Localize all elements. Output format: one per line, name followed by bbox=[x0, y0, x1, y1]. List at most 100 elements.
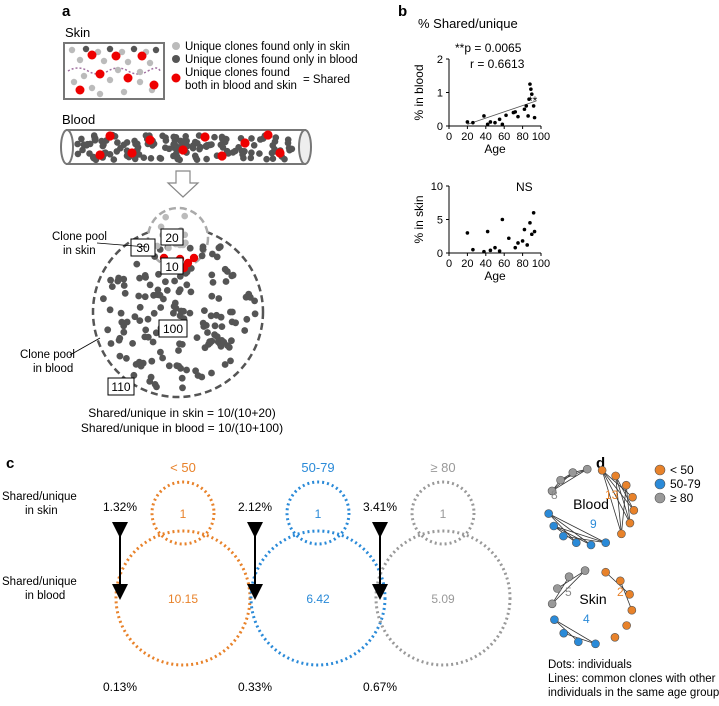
data-point bbox=[482, 114, 486, 118]
clone-dot bbox=[193, 334, 201, 341]
clone-dot bbox=[147, 155, 155, 162]
clone-dot bbox=[178, 374, 186, 382]
clone-dot bbox=[123, 139, 131, 146]
clone-dot bbox=[183, 366, 191, 374]
shared-clone-dot bbox=[275, 148, 285, 158]
x-tick-label: 20 bbox=[461, 258, 473, 270]
clone-dot bbox=[165, 244, 172, 252]
clone-dot bbox=[146, 378, 154, 385]
clone-dot bbox=[114, 139, 121, 146]
data-point bbox=[497, 249, 502, 253]
clone-dot bbox=[181, 212, 188, 220]
clone-dot bbox=[199, 243, 207, 251]
network-edge bbox=[563, 535, 606, 544]
individual-dot bbox=[547, 486, 557, 496]
y-tick-label: 0 bbox=[437, 248, 443, 260]
clone-dot bbox=[153, 383, 160, 391]
clone-dot bbox=[221, 361, 229, 368]
skin-pool-label-1: Clone pool bbox=[52, 231, 107, 243]
clone-dot bbox=[135, 292, 143, 300]
data-point bbox=[516, 114, 520, 119]
clone-dot bbox=[222, 278, 230, 285]
network-edge bbox=[553, 525, 592, 546]
legend-label: < 50 bbox=[670, 463, 694, 477]
panel-b-title: % Shared/unique bbox=[418, 16, 518, 31]
clone-dot bbox=[124, 58, 132, 66]
individual-dot bbox=[550, 615, 559, 624]
clone-dot bbox=[68, 46, 76, 54]
clone-dot bbox=[272, 134, 280, 141]
clone-dot bbox=[107, 340, 115, 347]
legend-swatch bbox=[654, 478, 666, 490]
vessel-end-right bbox=[298, 129, 312, 165]
clone-dot bbox=[171, 277, 179, 285]
blood-count-orange: 13 bbox=[605, 488, 619, 502]
skin-count-blue: 4 bbox=[583, 612, 590, 626]
clone-dot bbox=[215, 295, 223, 302]
clone-dot bbox=[116, 352, 124, 360]
clone-dot bbox=[157, 348, 164, 356]
x-axis-label: Age bbox=[484, 269, 506, 283]
individual-dot bbox=[625, 590, 634, 599]
clone-dot bbox=[155, 270, 162, 278]
clone-dot bbox=[146, 281, 154, 289]
row-blood-label-2: in blood bbox=[25, 590, 65, 602]
data-point bbox=[513, 110, 518, 114]
clone-dot bbox=[113, 148, 121, 155]
clone-dot bbox=[232, 319, 240, 327]
clone-dot bbox=[171, 299, 179, 307]
x-tick-label: 40 bbox=[480, 258, 492, 270]
legend-swatch bbox=[654, 492, 666, 504]
data-point bbox=[526, 114, 530, 118]
skin-count-orange: 2 bbox=[617, 585, 624, 599]
clone-dot bbox=[247, 154, 255, 162]
clone-dot bbox=[131, 313, 139, 321]
shared-clone-dot bbox=[75, 85, 85, 95]
individual-dot bbox=[597, 465, 607, 475]
blood-pool-label-2: in blood bbox=[33, 363, 73, 375]
network-edge bbox=[621, 485, 627, 534]
clone-dot bbox=[182, 133, 189, 140]
blood-pool-label-1: Clone pool bbox=[20, 349, 75, 361]
clone-dot bbox=[235, 144, 242, 151]
shared-clone-dot bbox=[105, 131, 115, 141]
clone-dot bbox=[203, 155, 210, 163]
clone-dot bbox=[187, 288, 195, 296]
age-group-header: ≥ 80 bbox=[430, 460, 455, 475]
panel-d-note-2: Lines: common clones with other bbox=[548, 673, 716, 685]
data-point bbox=[493, 245, 497, 250]
clone-dot bbox=[176, 273, 184, 280]
clone-dot bbox=[82, 45, 90, 53]
individual-dot bbox=[553, 584, 562, 593]
skin-inner-count: 20 bbox=[165, 231, 179, 245]
shared-clone-dot bbox=[95, 69, 105, 79]
clone-dot bbox=[154, 286, 162, 294]
skin-significance: NS bbox=[516, 180, 533, 194]
data-point bbox=[471, 247, 475, 252]
clone-dot bbox=[176, 286, 184, 293]
clone-dot bbox=[153, 242, 161, 250]
clone-dot bbox=[159, 132, 166, 140]
clone-dot bbox=[79, 146, 86, 154]
clone-dot bbox=[257, 136, 264, 143]
network-edge bbox=[554, 619, 596, 645]
clone-dot bbox=[118, 48, 126, 56]
data-point bbox=[500, 122, 505, 127]
y-tick-label: 1 bbox=[437, 88, 443, 100]
clone-dot bbox=[106, 306, 114, 314]
data-point bbox=[493, 120, 497, 125]
clone-dot bbox=[228, 337, 235, 345]
shared-clone-dot bbox=[200, 132, 210, 142]
clone-dot bbox=[175, 347, 182, 354]
clone-dot bbox=[156, 154, 164, 162]
legend-dark-dot bbox=[172, 55, 180, 63]
clone-dot bbox=[162, 137, 170, 144]
clone-dot bbox=[176, 340, 183, 348]
clone-dot bbox=[149, 338, 157, 346]
network-blood-label: Blood bbox=[573, 496, 609, 512]
individual-dot bbox=[549, 521, 559, 531]
clone-dot bbox=[134, 140, 141, 148]
shared-count-small: 1 bbox=[315, 507, 322, 521]
clone-dot bbox=[229, 271, 237, 279]
panel-d-note-3: individuals in the same age group bbox=[548, 687, 719, 699]
